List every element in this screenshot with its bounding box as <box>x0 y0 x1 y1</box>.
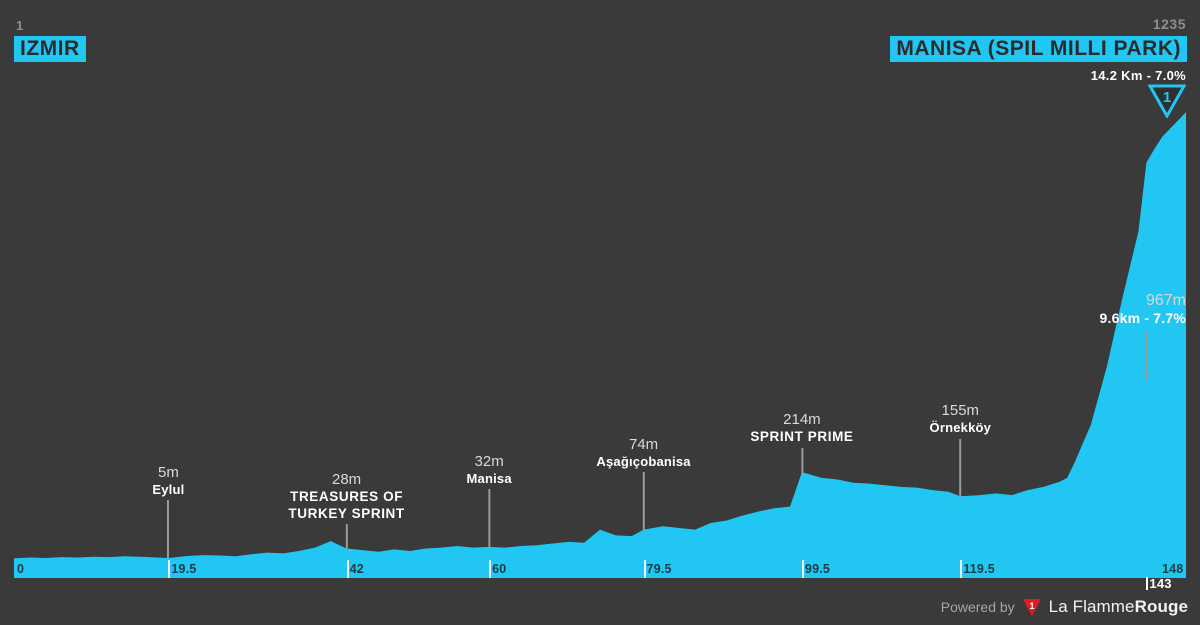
axis-tick-label: 99.5 <box>804 562 831 576</box>
summit-leader-line <box>1146 332 1149 380</box>
poi-name: Eylul <box>152 481 185 497</box>
poi-leader-line <box>167 500 170 559</box>
poi-leader-line <box>959 438 962 497</box>
axis-tick-line <box>168 560 171 578</box>
poi-leader-line <box>345 524 348 551</box>
summit-altitude: 967m <box>1145 292 1186 309</box>
axis-tick-label: 79.5 <box>646 562 672 576</box>
axis-tick-line <box>489 560 492 578</box>
start-city-label: IZMIR <box>14 36 86 62</box>
axis-tick-line <box>643 560 646 578</box>
axis-tick-label: 119.5 <box>963 562 995 576</box>
poi-name: Manisa <box>466 470 512 486</box>
brand-name-light: La Flamme <box>1048 597 1135 616</box>
poi-leader-line <box>642 471 645 530</box>
axis-tick-line <box>960 560 963 578</box>
axis-tick-label: 0 <box>17 562 25 576</box>
poi-altitude: 214m <box>783 411 821 429</box>
summit-annotation: 967m 9.6km - 7.7% <box>1100 292 1186 328</box>
axis-tick-label: 19.5 <box>171 562 197 576</box>
finish-km-tick <box>1146 577 1149 590</box>
poi-leader-line <box>800 448 803 475</box>
brand-name: La FlammeRouge <box>1049 597 1188 617</box>
svg-text:1: 1 <box>1029 601 1034 611</box>
powered-by-label: Powered by <box>940 599 1015 615</box>
axis-tick-label: 60 <box>492 562 507 576</box>
poi-name: SPRINT PRIME <box>750 429 854 445</box>
footer-branding: Powered by 1 La FlammeRouge <box>941 597 1188 617</box>
finish-climb-stats: 14.2 Km - 7.0% <box>1090 68 1186 83</box>
poi-name: Örnekköy <box>929 420 992 436</box>
finish-altitude-label: 1235 <box>1152 16 1186 32</box>
poi-name: Aşağıçobanisa <box>596 453 691 469</box>
axis-tick-label: 148 <box>1162 562 1184 576</box>
axis-tick-label: 42 <box>349 562 364 576</box>
poi-altitude: 155m <box>941 402 980 420</box>
poi-altitude: 5m <box>157 463 179 481</box>
start-stage-number: 1 <box>16 18 24 33</box>
brand-name-bold: Rouge <box>1134 597 1188 616</box>
summit-climb-stats: 9.6km - 7.7% <box>1099 310 1186 327</box>
axis-tick-line <box>346 560 349 578</box>
poi-altitude: 28m <box>331 470 362 488</box>
finish-city-label: MANISA (SPIL MILLI PARK) <box>890 36 1187 62</box>
flamme-rouge-logo-icon: 1 <box>1022 597 1042 617</box>
climb-category-triangle-icon: 1 <box>1148 84 1186 118</box>
poi-altitude: 74m <box>628 435 659 453</box>
climb-category-number: 1 <box>1163 89 1171 106</box>
finish-km-label: 143 <box>1149 576 1172 591</box>
poi-altitude: 32m <box>474 452 504 470</box>
poi-leader-line <box>488 489 491 548</box>
axis-tick-line <box>801 560 804 578</box>
